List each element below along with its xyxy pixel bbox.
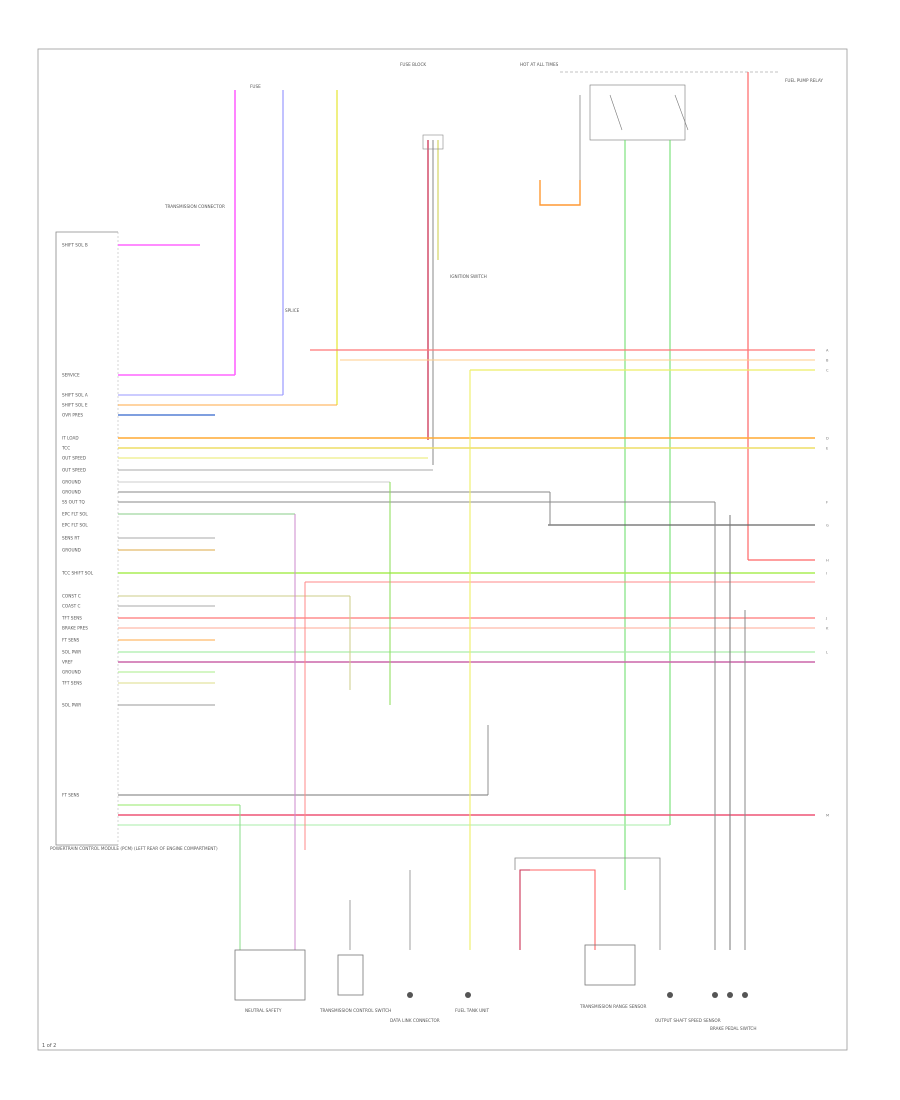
neutral-safety-body — [234, 949, 306, 1001]
pcm-pin-label: TCC SHIFT SOL — [61, 571, 94, 576]
pcm-pin-labels: SHIFT SOL B SERVICE SHIFT SOL A SHIFT SOL E… — [61, 243, 94, 798]
pcm-pin-label: TFT SENS — [61, 681, 82, 686]
pcm-pin-label: SENS RT — [62, 536, 80, 541]
pcm-pin-label: BRAKE PRES — [62, 626, 88, 631]
pcm-pin-label: SHIFT SOL A — [62, 393, 88, 398]
pcm-title: POWERTRAIN CONTROL MODULE (PCM) (LEFT RE… — [50, 846, 218, 851]
relay-cluster — [539, 71, 780, 890]
pcm-pin-label: CONST C — [62, 594, 81, 599]
pcm-pin-label: SOL PWR — [62, 703, 81, 708]
pcm-pin-label: SERVICE — [62, 373, 80, 378]
pcm-pin-label: GROUND — [62, 548, 81, 553]
pcm-pin-label: SS OUT TQ — [62, 500, 85, 505]
fuel-tank-unit-label: FUEL TANK UNIT — [455, 1008, 490, 1013]
pcm-pin-label: OUT SPEED — [62, 468, 86, 473]
right-connector-tag: C — [826, 369, 829, 373]
pcm-pin-label: OUT SPEED — [62, 456, 86, 461]
pcm-pin-label: SOL PWR — [62, 650, 81, 655]
pcm-pin-label: GROUND — [62, 490, 81, 495]
right-connector-tag: A — [826, 349, 829, 353]
fuel-pump-relay-label: FUEL PUMP RELAY — [785, 78, 823, 83]
fuse-label: FUSE — [250, 84, 261, 89]
pcm-pin-label: IT LOAD — [62, 436, 79, 441]
neutral-safety-label: NEUTRAL SAFETY — [245, 1008, 282, 1013]
top-vertical-wires — [234, 90, 444, 465]
data-link-connector-label: DATA LINK CONNECTOR — [390, 1018, 440, 1023]
pcm-pin-label: FT SENS — [62, 793, 80, 798]
pcm-pin-label: GROUND — [62, 670, 81, 675]
pcm-connector — [55, 231, 119, 846]
trans-control-switch-label: TRANSMISSION CONTROL SWITCH — [319, 1008, 391, 1013]
hot-at-all-times-label: HOT AT ALL TIMES — [520, 62, 559, 67]
page-footer: 1 of 2 — [42, 1043, 56, 1049]
pcm-pin-label: VREF — [62, 660, 73, 665]
diagram-frame — [37, 48, 848, 1051]
right-connector-tag: F — [826, 501, 828, 505]
pcm-pin-label: SHIFT SOL B — [62, 243, 88, 248]
pcm-pin-label: FT SENS — [62, 638, 80, 643]
pcm-pin-label: TFT SENS — [61, 616, 82, 621]
pcm-pin-label: GROUND — [62, 480, 81, 485]
right-connector-tag: B — [826, 359, 829, 363]
trans-range-sensor-label: TRANSMISSION RANGE SENSOR — [579, 1004, 646, 1009]
pcm-pin-label: COAST C — [62, 604, 81, 609]
pcm-pin-label: TCC — [61, 446, 70, 451]
output-shaft-sensor-label: OUTPUT SHAFT SPEED SENSOR — [655, 1018, 721, 1023]
harness-lines — [118, 244, 815, 826]
right-connector-tag: I — [826, 572, 827, 576]
fuse-block-label: FUSE BLOCK — [400, 62, 426, 67]
pcm-pin-label: EPC FLT SOL — [62, 523, 88, 528]
right-connector-tag: K — [826, 627, 829, 631]
right-connector-tag: D — [826, 437, 829, 441]
pcm-pin-label: SHIFT SOL E — [62, 403, 88, 408]
splice-label: SPLICE — [285, 308, 300, 313]
ignition-switch-label: IGNITION SWITCH — [450, 274, 487, 279]
right-connector-tag: E — [826, 447, 829, 451]
brake-pedal-switch-label: BRAKE PEDAL SWITCH — [710, 1026, 756, 1031]
trans-connector-label: TRANSMISSION CONNECTOR — [164, 204, 225, 209]
right-connector-tag: L — [826, 651, 828, 655]
right-connector-tag: G — [826, 524, 829, 528]
right-connector-tag: J — [825, 617, 827, 621]
right-connector-tag: M — [826, 814, 829, 818]
pcm-pin-label: OVR PRES — [62, 413, 83, 418]
right-connector-tag: H — [826, 559, 829, 563]
vertical-drops — [239, 370, 746, 950]
bottom-components — [234, 944, 748, 1001]
right-connector-tags: A B C D E F G H I J K L M — [825, 349, 829, 818]
pcm-pin-label: EPC FLT SOL — [62, 512, 88, 517]
